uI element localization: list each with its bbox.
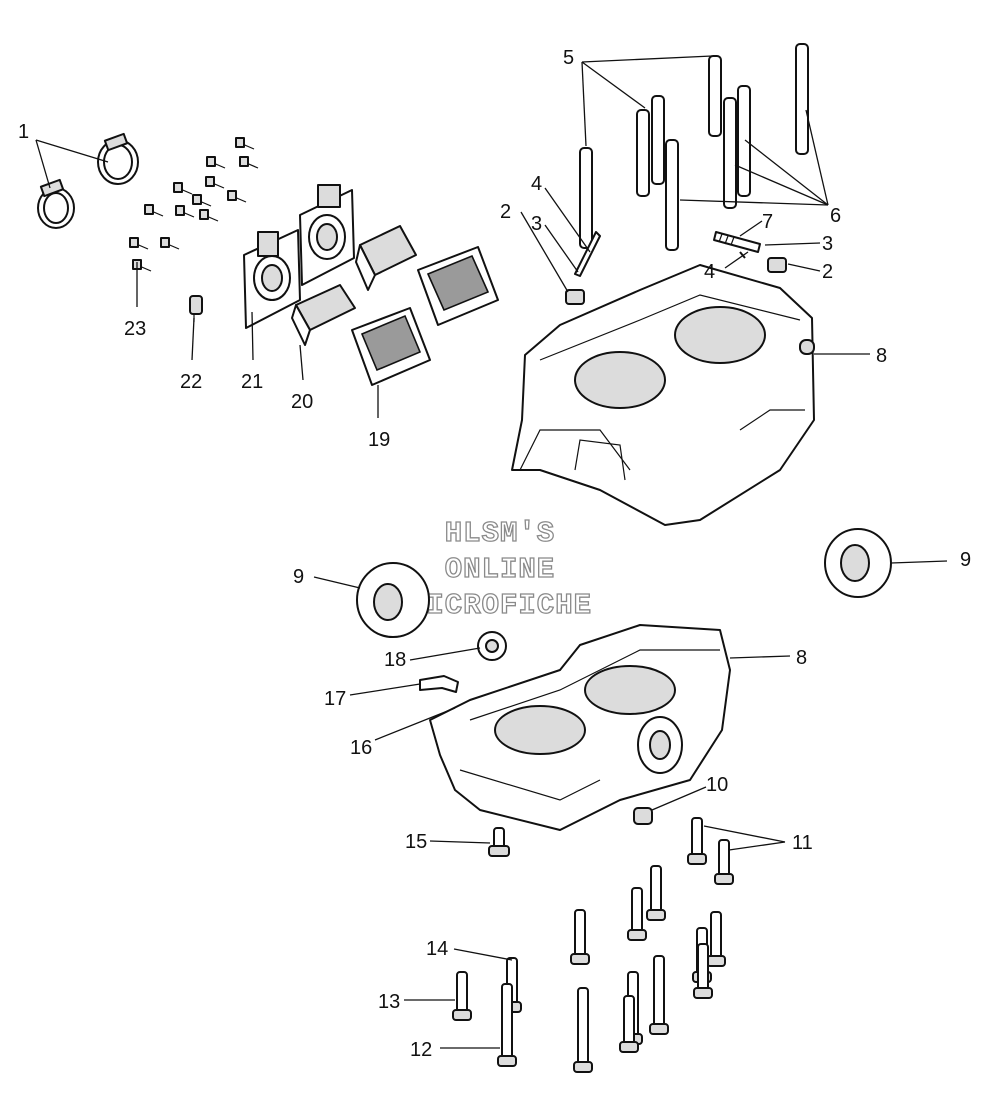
callout-6: 6 [830,205,841,227]
callout-11: 11 [792,832,813,854]
bolt-part-12[interactable] [497,983,517,1067]
callout-2-right: 2 [822,261,833,283]
long-bolts[interactable] [570,865,726,1073]
studs-part-6[interactable] [665,43,809,251]
callout-5: 5 [563,47,574,69]
callout-4-left: 4 [531,173,542,195]
bolts-part-23[interactable] [129,137,259,272]
bent-tube-part-17[interactable] [419,675,459,693]
fittings-part-2[interactable] [565,257,787,305]
callout-19: 19 [368,429,390,451]
callout-22: 22 [180,371,202,393]
callout-12: 12 [410,1039,432,1061]
callout-23: 23 [124,318,146,340]
seal-part-9-left[interactable] [356,562,430,638]
watermark-line-2: ONLINE [445,553,555,586]
callout-20: 20 [291,391,313,413]
callout-7: 7 [762,211,773,233]
callout-9-left: 9 [293,566,304,588]
callout-4-right: 4 [704,261,715,283]
leader-lines [35,55,948,1049]
watermark-line-1: HLSM'S [445,517,555,550]
callout-2-left: 2 [500,201,511,223]
callout-labels: 1 23 22 21 20 19 5 6 7 3 2 4 4 2 3 8 9 9… [18,47,971,1061]
callout-8-upper: 8 [876,345,887,367]
callout-8-lower: 8 [796,647,807,669]
plug-part-10[interactable] [633,807,653,825]
callout-3-right: 3 [822,233,833,255]
callout-13: 13 [378,991,400,1013]
bolt-part-15[interactable] [488,827,510,857]
tubes-part-4[interactable] [574,231,746,277]
bolt-part-13[interactable] [452,971,472,1021]
watermark-line-3: MICROFICHE [408,589,592,622]
callout-16: 16 [350,737,372,759]
callout-3-left: 3 [531,213,542,235]
bolts-part-11[interactable] [687,817,734,885]
seal-part-9-right[interactable] [824,528,892,598]
bearing-part-18[interactable] [477,631,507,661]
fitting-part-22[interactable] [189,295,203,322]
hose-clamps-part-1[interactable] [37,132,139,229]
callout-10: 10 [706,774,728,796]
callout-14: 14 [426,938,448,960]
adapter-plates-part-21[interactable] [243,184,355,329]
callout-21: 21 [241,371,263,393]
upper-crankcase-part-8[interactable] [511,264,815,526]
callout-1: 1 [18,121,29,143]
callout-18: 18 [384,649,406,671]
callout-9-right: 9 [960,549,971,571]
spacers-part-20[interactable] [291,225,417,346]
reed-valves-part-19[interactable] [351,246,499,386]
studs-part-5[interactable] [579,55,722,249]
spring-part-7[interactable] [713,231,761,253]
watermark: HLSM'S ONLINE MICROFICHE [407,516,592,622]
callout-17: 17 [324,688,346,710]
lower-crankcase-part-8[interactable] [429,624,731,831]
callout-15: 15 [405,831,427,853]
